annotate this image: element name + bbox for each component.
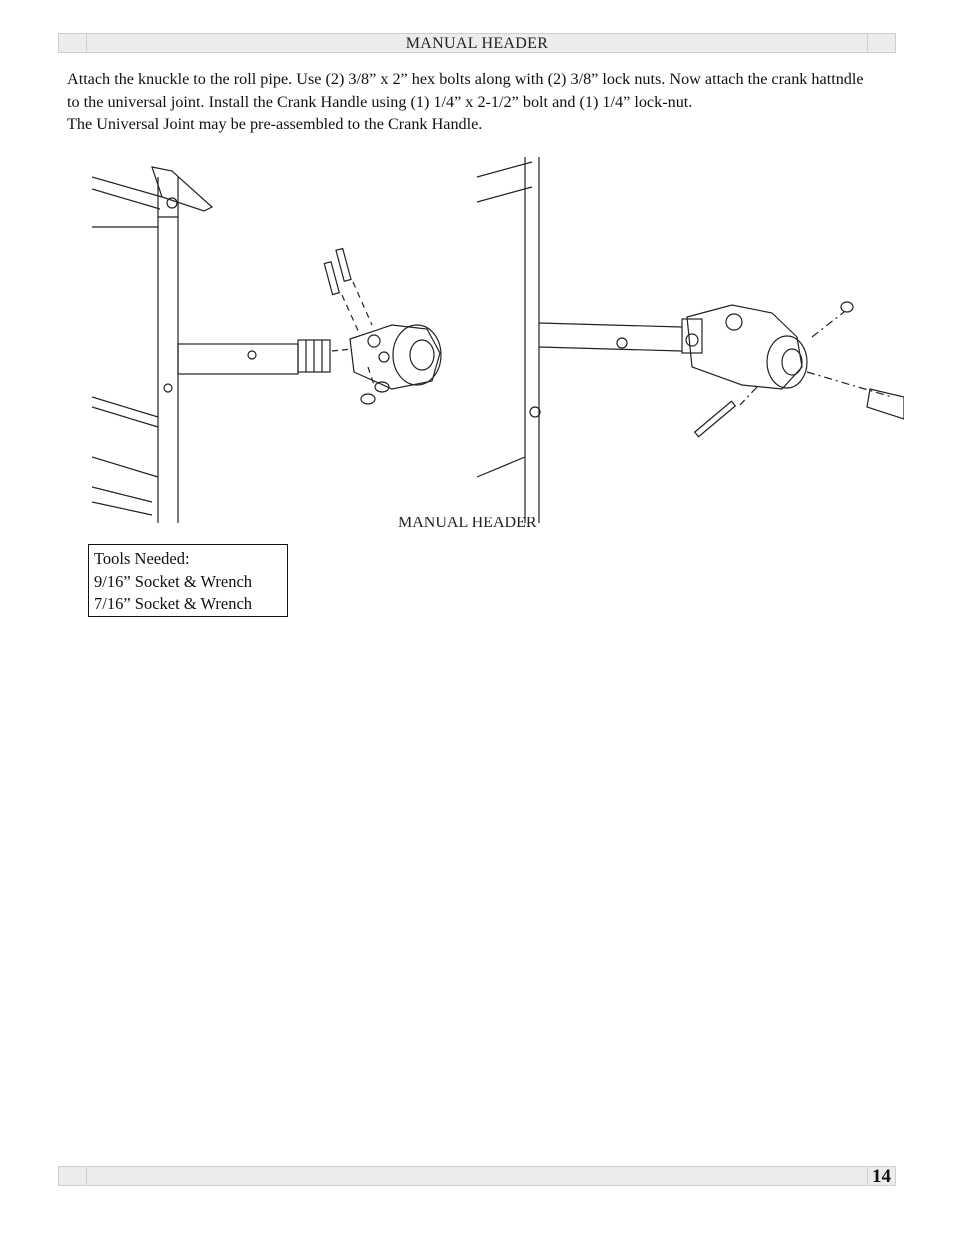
assembly-illustration (92, 157, 904, 523)
header-band-divider-left (86, 34, 87, 52)
header-band: MANUAL HEADER (58, 33, 896, 53)
tools-needed-box: Tools Needed: 9/16” Socket & Wrench 7/16… (88, 544, 288, 617)
header-band-divider-right (867, 34, 868, 52)
tool-item: 9/16” Socket & Wrench (94, 571, 253, 591)
left-assembly-drawing (92, 166, 442, 523)
tool-item: 7/16” Socket & Wrench (94, 594, 253, 613)
page-number: 14 (872, 1166, 891, 1187)
footer-band-divider-right (867, 1167, 868, 1185)
instruction-paragraph: Attach the knuckle to the roll pipe. Use… (67, 70, 864, 111)
footer-band-divider-left (86, 1167, 87, 1185)
header-title: MANUAL HEADER (405, 35, 549, 52)
footer-band: 14 (58, 1166, 896, 1187)
tools-heading: Tools Needed: (94, 549, 190, 568)
instruction-note: The Universal Joint may be pre-assembled… (67, 115, 483, 133)
right-assembly-drawing (476, 157, 904, 523)
instructions: Attach the knuckle to the roll pipe. Use… (67, 68, 875, 136)
figure-overlap-text: MANUAL HEADER (398, 517, 537, 531)
